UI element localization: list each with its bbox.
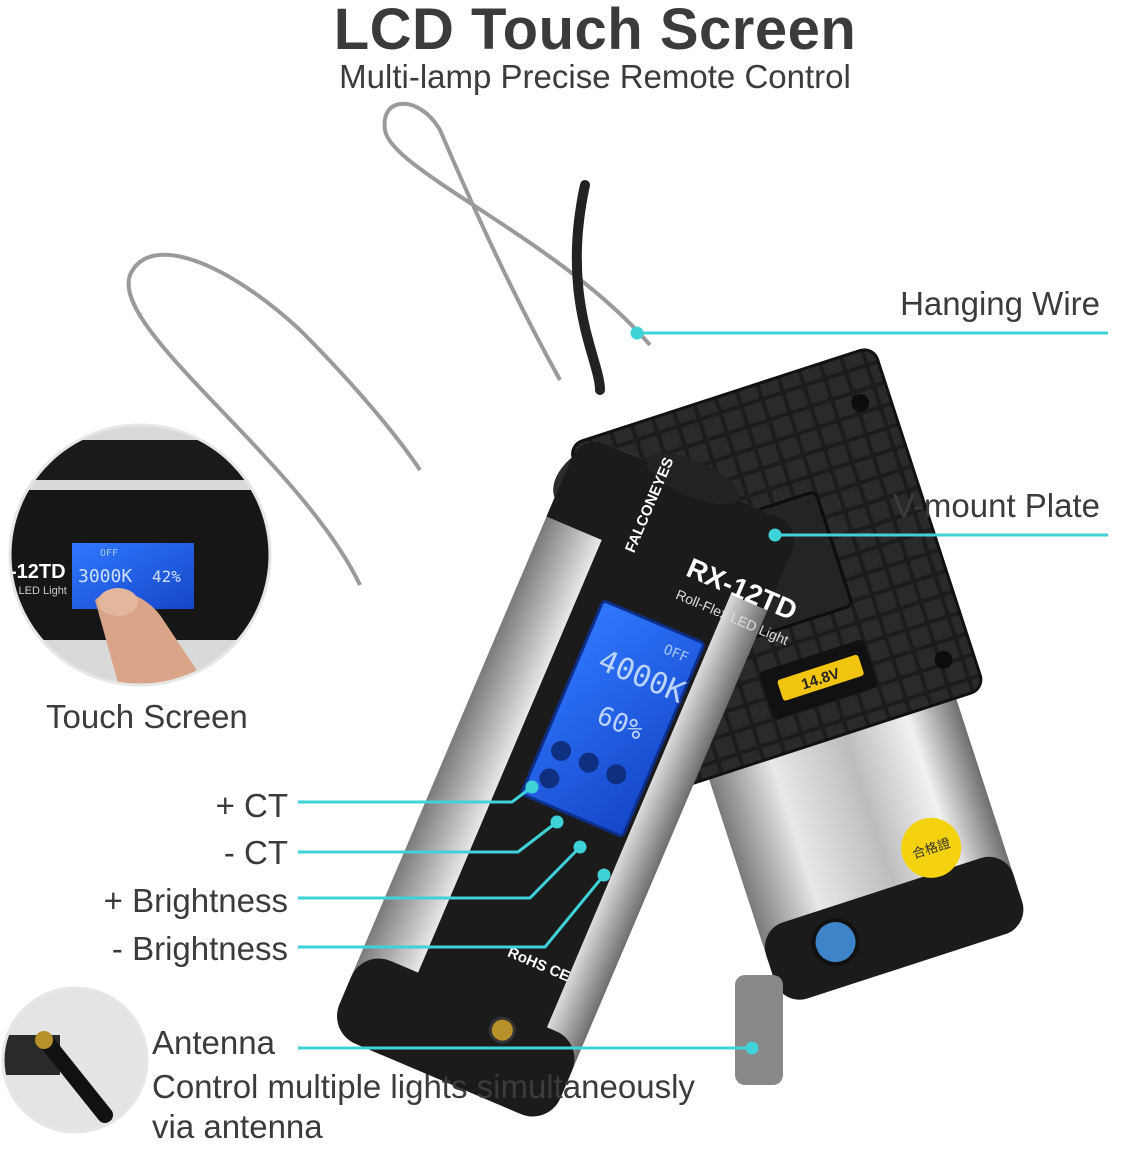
callout-line-hanging-wire xyxy=(630,326,1108,340)
antenna-description-line1: Control multiple lights simultaneously xyxy=(152,1068,695,1105)
minus-ct-label: - CT xyxy=(223,834,288,871)
antenna-port-icon xyxy=(488,1016,516,1044)
hanging-wire-back xyxy=(382,101,652,381)
touch-screen-label: Touch Screen xyxy=(46,698,248,735)
svg-text:OFF: OFF xyxy=(100,548,118,559)
qc-sticker xyxy=(901,817,962,878)
finger-icon xyxy=(95,591,210,685)
antenna-inset xyxy=(3,988,147,1132)
minus-brightness-label: - Brightness xyxy=(111,930,288,967)
callout-line-minus-ct xyxy=(298,815,564,854)
callout-line-antenna xyxy=(298,1041,759,1055)
hanging-wire-label: Hanging Wire xyxy=(900,285,1100,322)
callout-line-minus-brightness xyxy=(298,868,611,949)
callout-line-plus-brightness xyxy=(298,840,587,900)
hanging-wire-front xyxy=(126,252,422,586)
vmount-plate-label: V-mount Plate xyxy=(892,487,1100,524)
svg-text:3000K: 3000K xyxy=(78,566,132,587)
callout-line-plus-ct xyxy=(298,780,539,804)
plus-ct-label: + CT xyxy=(215,787,288,824)
touch-screen-inset: -12TD x LED Light OFF 3000K 42% xyxy=(10,425,270,685)
callout-line-vmount xyxy=(768,528,1108,542)
xlr-connector-icon xyxy=(811,918,860,967)
antenna-description-line2: via antenna xyxy=(152,1108,323,1145)
antenna-icon xyxy=(37,1032,113,1123)
page-title: LCD Touch Screen xyxy=(333,0,857,62)
antenna-label: Antenna xyxy=(152,1024,275,1061)
front-lcd-screen xyxy=(520,600,705,837)
page-subtitle: Multi-lamp Precise Remote Control xyxy=(339,58,851,95)
plus-brightness-label: + Brightness xyxy=(103,882,288,919)
svg-text:42%: 42% xyxy=(152,567,181,586)
svg-text:-12TD: -12TD xyxy=(10,561,66,583)
svg-text:x LED Light: x LED Light xyxy=(10,585,67,597)
